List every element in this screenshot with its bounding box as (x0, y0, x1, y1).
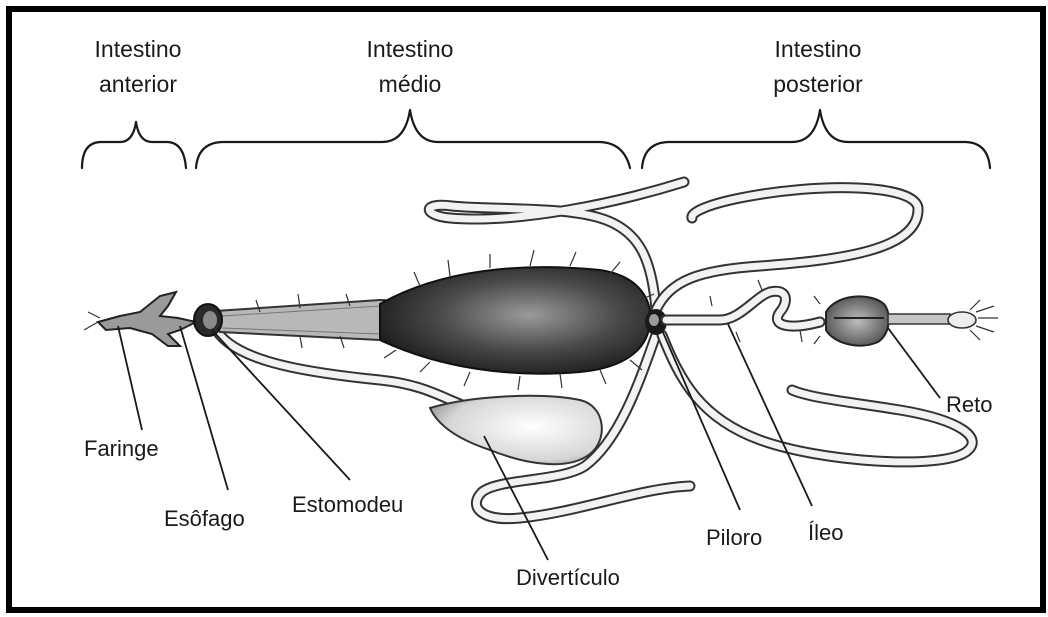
leader-esofago (180, 326, 228, 490)
leader-reto (888, 328, 940, 398)
estomodeu-organ (194, 304, 222, 336)
section-label-intestino-posterior: Intestino posterior (773, 36, 863, 97)
label-esofago: Esôfago (164, 506, 245, 531)
leader-estomodeu (212, 330, 350, 480)
label-faringe: Faringe (84, 436, 159, 461)
section-anterior-line1: Intestino (95, 36, 182, 62)
leader-ileo (728, 324, 812, 506)
diverticulo-organ (430, 396, 602, 464)
brace-posterior (642, 110, 990, 168)
label-reto: Reto (946, 392, 992, 417)
section-posterior-line2: posterior (773, 71, 863, 97)
label-diverticulo: Divertículo (516, 565, 620, 590)
faringe-organ (84, 292, 196, 346)
section-label-intestino-medio: Intestino médio (367, 36, 454, 97)
brace-medio (196, 110, 630, 168)
label-piloro: Piloro (706, 525, 762, 550)
section-label-intestino-anterior: Intestino anterior (95, 36, 182, 97)
section-medio-line1: Intestino (367, 36, 454, 62)
label-ileo: Íleo (808, 520, 843, 545)
section-medio-line2: médio (379, 71, 442, 97)
brace-anterior (82, 122, 186, 168)
section-posterior-line1: Intestino (775, 36, 862, 62)
reto-organ (814, 296, 998, 346)
label-estomodeu: Estomodeu (292, 492, 403, 517)
section-anterior-line2: anterior (99, 71, 177, 97)
leader-faringe (118, 326, 142, 430)
ileo-organ (666, 280, 820, 342)
